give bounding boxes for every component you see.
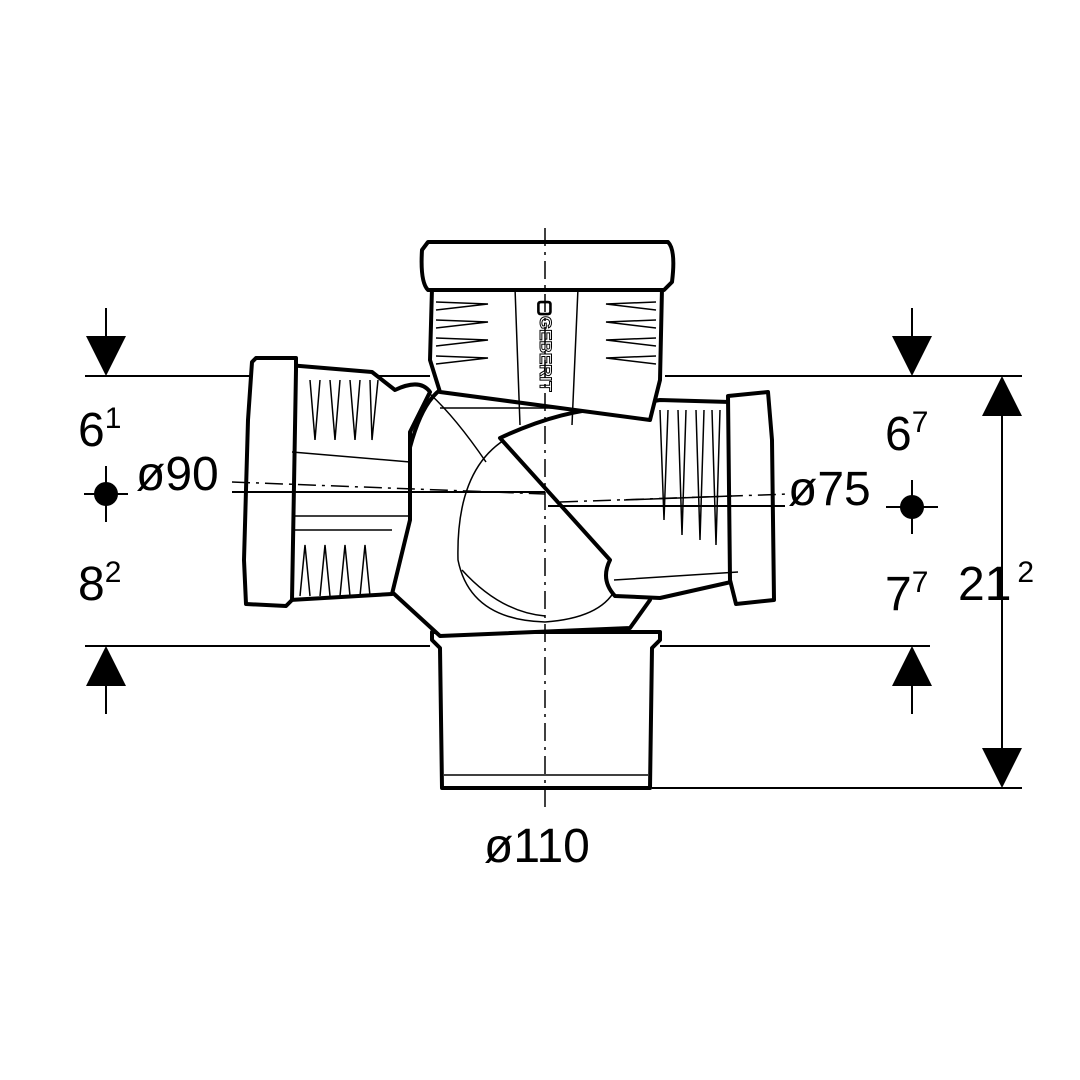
dim-left-diameter: ø90 — [136, 448, 219, 501]
dim-right-bottom: 77 — [885, 566, 928, 621]
arrows — [86, 336, 1022, 788]
dim-left-top: 61 — [78, 402, 121, 457]
center-lines — [231, 228, 791, 808]
logo: ▢GEBERIT — [536, 300, 555, 392]
dim-right-diameter: ø75 — [788, 463, 871, 516]
dim-right-top: 67 — [885, 406, 928, 461]
dim-left-bottom: 82 — [78, 556, 121, 611]
left-socket — [242, 356, 432, 608]
right-socket — [498, 390, 776, 606]
top-socket: ▢GEBERIT — [419, 240, 676, 426]
bottom-spigot — [430, 630, 662, 790]
dim-bottom-diameter: ø110 — [484, 820, 590, 873]
